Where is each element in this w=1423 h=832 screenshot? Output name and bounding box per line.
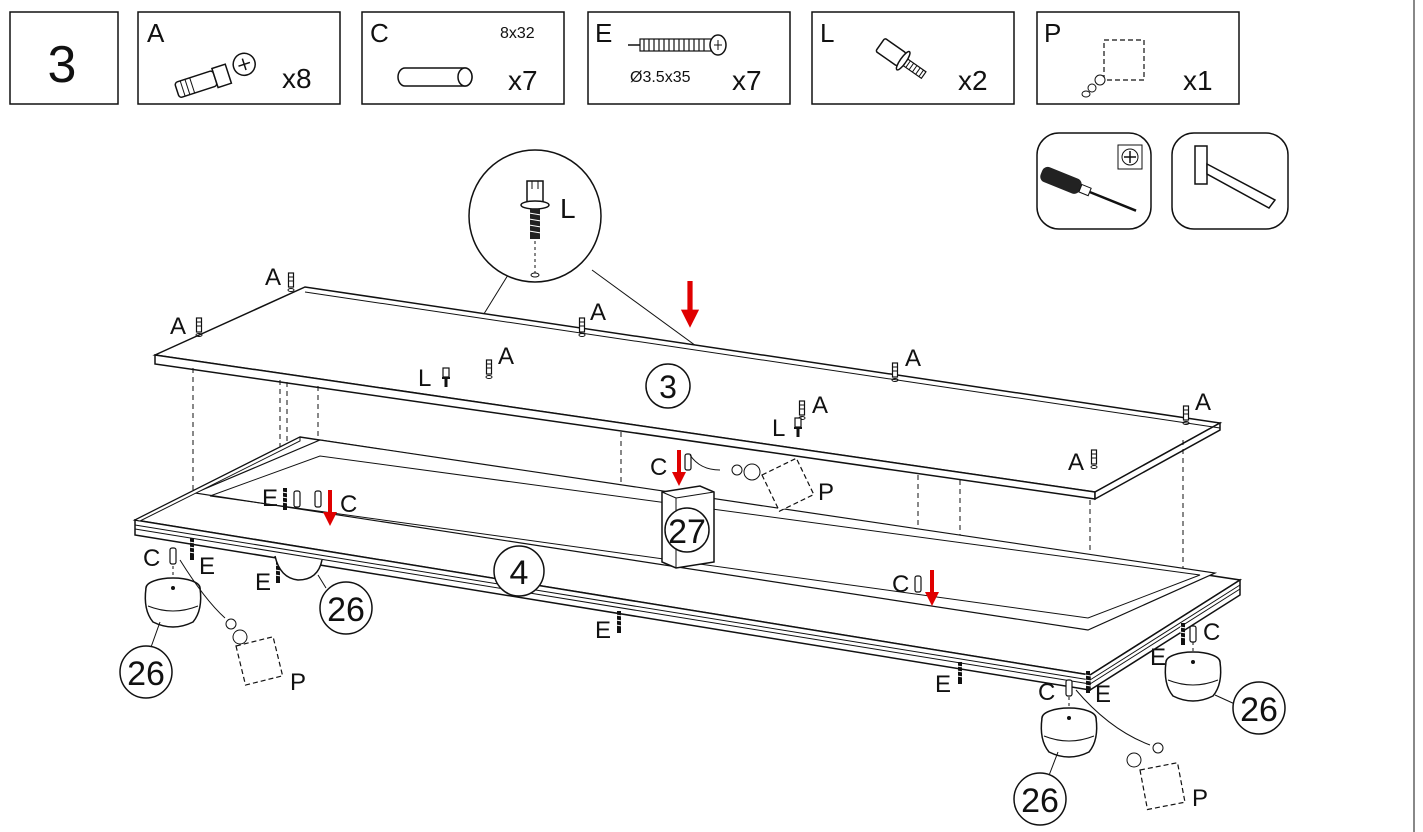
- svg-text:A: A: [498, 343, 514, 370]
- svg-text:4: 4: [510, 554, 529, 592]
- part-qty: x2: [958, 65, 988, 96]
- svg-text:A: A: [170, 313, 186, 340]
- down-arrow-icon: [680, 281, 700, 328]
- callout-foot-26: 26: [327, 591, 365, 629]
- svg-text:P: P: [290, 669, 306, 696]
- svg-text:A: A: [812, 392, 828, 419]
- part-box-a: A x8: [137, 11, 341, 105]
- svg-text:C: C: [143, 545, 160, 572]
- svg-text:3: 3: [659, 369, 677, 405]
- svg-text:E: E: [595, 617, 611, 644]
- svg-text:P: P: [818, 479, 834, 506]
- foot-icon: [1164, 651, 1222, 702]
- callout-foot-26: 26: [1021, 782, 1059, 820]
- wooden-dowel-icon: [169, 547, 177, 565]
- glue-pad-icon: [1139, 761, 1186, 811]
- part-box-c: C 8x32 x7: [361, 11, 565, 105]
- part-box-l: L x2: [811, 11, 1015, 105]
- wooden-dowel-icon: [684, 453, 692, 471]
- cam-bolt-icon: [1182, 405, 1190, 426]
- part-size: 8x32: [500, 25, 535, 42]
- part-letter: L: [820, 18, 834, 48]
- wooden-dowel-icon: [397, 67, 473, 87]
- foot-right-front: C E 26 P: [1013, 670, 1208, 826]
- svg-text:A: A: [590, 299, 606, 326]
- svg-text:L: L: [772, 415, 785, 442]
- part-size: Ø3.5x35: [630, 69, 691, 86]
- svg-text:A: A: [265, 264, 281, 291]
- part-qty: x7: [508, 65, 538, 96]
- foot-icon: [144, 577, 202, 628]
- down-arrow-icon: [672, 450, 686, 486]
- svg-text:C: C: [650, 454, 667, 481]
- center-block: 27: [661, 485, 715, 569]
- part-letter: P: [1044, 18, 1061, 48]
- callout-block-27: 27: [668, 513, 706, 551]
- part-letter: A: [147, 18, 165, 48]
- svg-text:A: A: [1195, 389, 1211, 416]
- wooden-dowel-icon: [1189, 625, 1197, 643]
- cam-bolt-icon: [798, 400, 806, 421]
- svg-text:E: E: [1095, 681, 1111, 708]
- part-qty: x1: [1183, 65, 1213, 96]
- left-inner-hardware: E C: [262, 485, 357, 526]
- foot-left-back: 26: [274, 555, 373, 635]
- foot-right-back: E C 26: [1150, 619, 1286, 735]
- svg-text:E: E: [935, 671, 951, 698]
- svg-text:C: C: [892, 571, 909, 598]
- part-box-p: P x1: [1036, 11, 1240, 105]
- cam-bolt-icon: [891, 362, 899, 383]
- right-inner-hardware: C: [892, 570, 939, 606]
- cam-bolt-icon: [1090, 449, 1098, 470]
- svg-text:P: P: [1192, 785, 1208, 812]
- foot-icon: [1040, 707, 1098, 758]
- wooden-dowel-icon: [293, 490, 301, 508]
- svg-text:L: L: [418, 365, 431, 392]
- callout-panel-4: 4: [493, 545, 545, 597]
- shelf-pins-top: L L: [418, 365, 803, 442]
- part-qty: x7: [732, 65, 762, 96]
- svg-text:A: A: [1068, 449, 1084, 476]
- part-letter: C: [370, 18, 389, 48]
- cam-bolt-icon: [174, 52, 256, 98]
- hammer-icon: [1171, 132, 1289, 230]
- cam-bolt-icon: [485, 359, 493, 380]
- svg-text:E: E: [262, 485, 278, 512]
- svg-text:E: E: [1150, 644, 1166, 671]
- cam-bolts-top: A A A A A A A A: [170, 264, 1211, 476]
- wooden-dowel-icon: [314, 490, 322, 508]
- svg-text:E: E: [255, 569, 271, 596]
- callout-foot-26: 26: [127, 655, 165, 693]
- cam-bolt-icon: [195, 317, 203, 338]
- svg-text:C: C: [340, 491, 357, 518]
- glue-pad-icon: [1081, 39, 1145, 98]
- foot-left-front: C E 26 P: [119, 537, 306, 699]
- callout-foot-26: 26: [1240, 691, 1278, 729]
- part-letter: E: [595, 18, 612, 48]
- wooden-dowel-icon: [914, 575, 922, 593]
- cam-bolt-icon: [578, 317, 586, 338]
- wood-screw-icon: [628, 34, 727, 56]
- cam-bolt-icon: [287, 272, 295, 293]
- phillips-screwdriver-icon: [1036, 132, 1152, 230]
- step-number-box: 3: [9, 11, 119, 105]
- block-hardware: C P: [650, 450, 834, 514]
- svg-text:C: C: [1203, 619, 1220, 646]
- part-box-e: E Ø3.5x35 x7: [587, 11, 791, 105]
- step-number: 3: [48, 36, 77, 94]
- shelf-pin-icon: [875, 38, 927, 80]
- callout-panel-3: 3: [645, 363, 691, 409]
- wooden-dowel-icon: [1065, 679, 1073, 697]
- part-qty: x8: [282, 63, 312, 94]
- svg-text:A: A: [905, 345, 921, 372]
- base-screws: E E E: [255, 560, 964, 698]
- svg-text:C: C: [1038, 679, 1055, 706]
- svg-text:E: E: [199, 553, 215, 580]
- detail-label-l: L: [560, 193, 576, 224]
- glue-pad-icon: [760, 456, 816, 514]
